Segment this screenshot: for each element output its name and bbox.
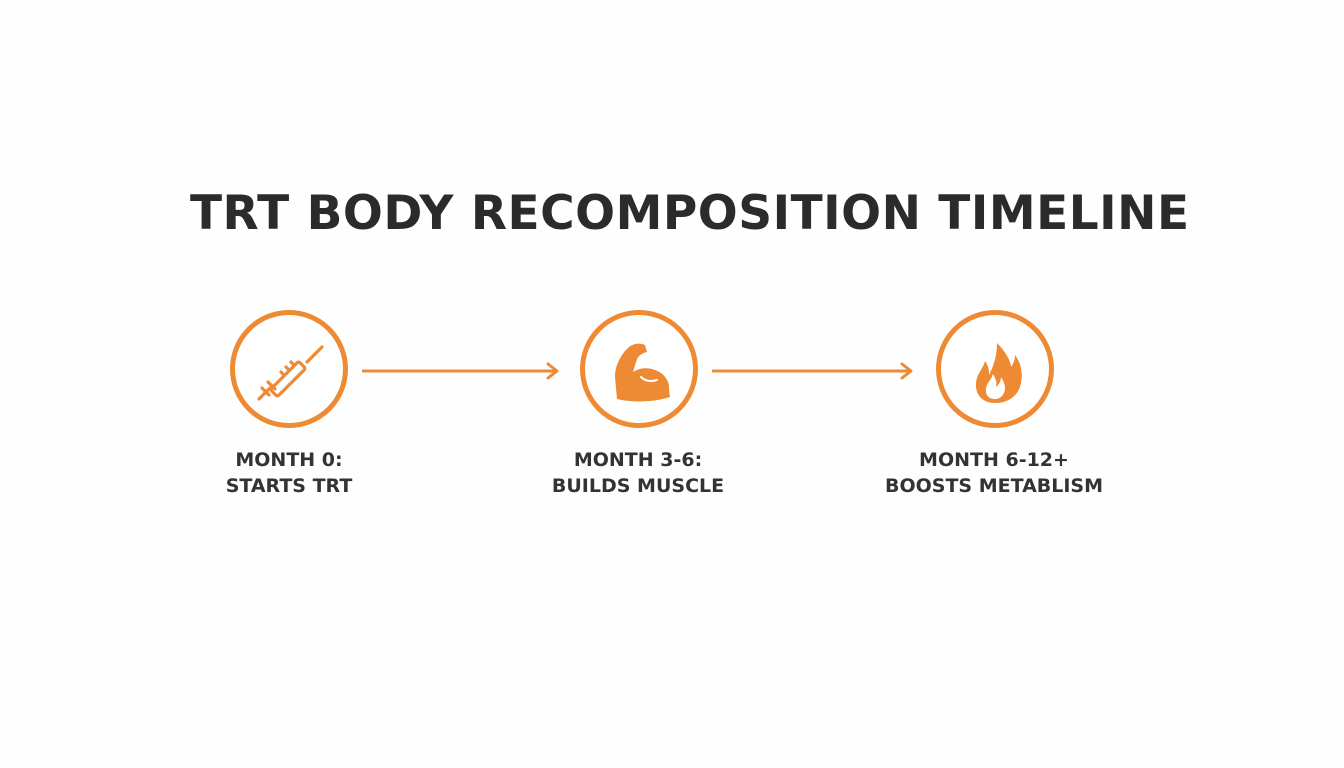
stage-3-circle — [936, 310, 1054, 428]
flame-icon — [975, 343, 1022, 403]
stage-2-period: MONTH 3-6: — [573, 449, 703, 471]
stage-1-circle — [230, 310, 348, 428]
stage-1-label: MONTH 0: STARTS TRT — [139, 447, 439, 499]
stage-3-period: MONTH 6-12+ — [919, 449, 1069, 471]
flexed-bicep-icon — [615, 343, 670, 402]
stage-3-label: MONTH 6-12+ BOOSTS METABLISM — [844, 447, 1144, 499]
page-title: TRT BODY RECOMPOSITION TIMELINE — [190, 186, 1190, 241]
syringe-icon — [257, 345, 324, 401]
stage-2-circle — [580, 310, 698, 428]
stage-1-description: STARTS TRT — [225, 475, 353, 497]
arrow-connector-1 — [362, 361, 562, 381]
arrow-connector-2 — [712, 361, 916, 381]
stage-2-label: MONTH 3-6: BUILDS MUSCLE — [488, 447, 788, 499]
stage-2-description: BUILDS MUSCLE — [551, 475, 725, 497]
stage-3-description: BOOSTS METABLISM — [884, 475, 1104, 497]
stage-1-period: MONTH 0: — [235, 449, 343, 471]
